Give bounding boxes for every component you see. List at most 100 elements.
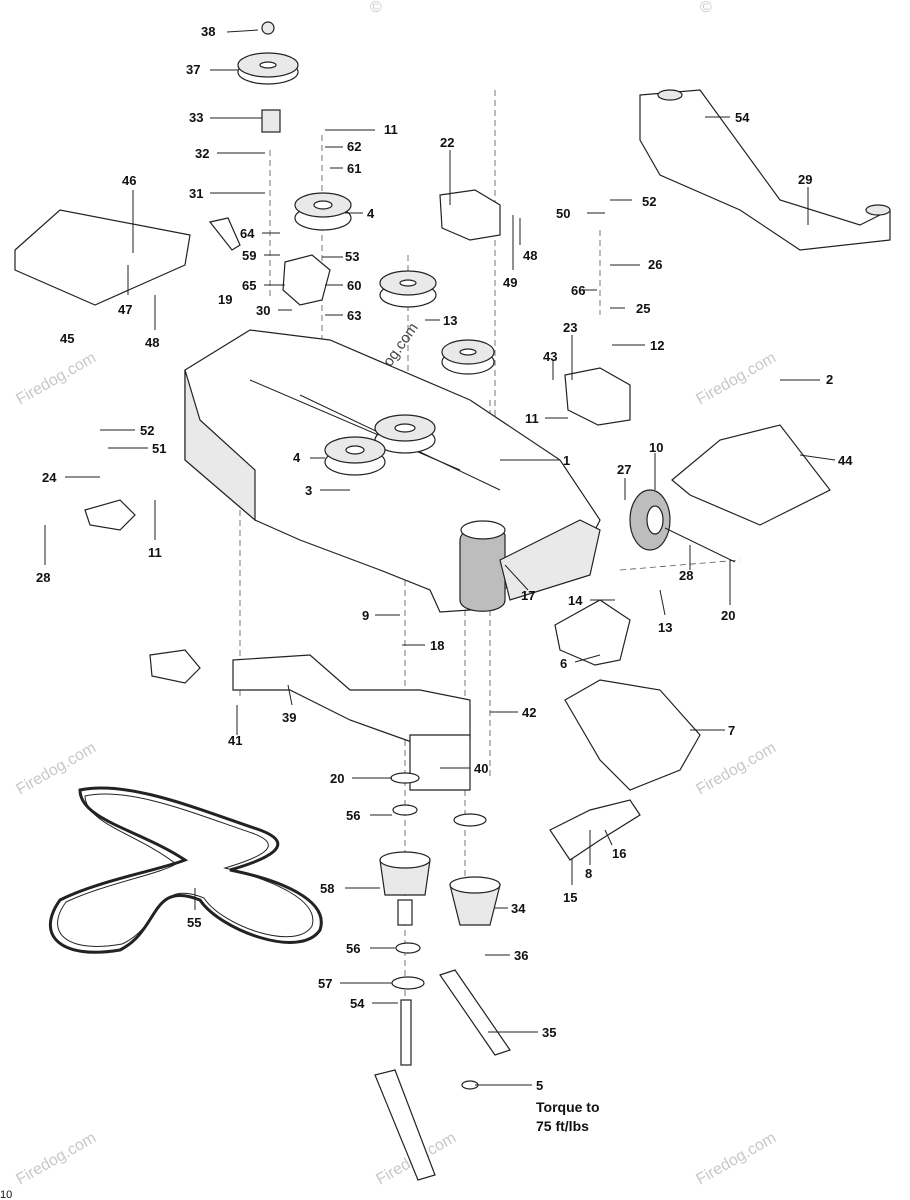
pulley-4-left (324, 436, 386, 476)
watermark: Firedog.com (694, 1129, 780, 1188)
callout-61: 61 (347, 161, 361, 176)
callout-15: 15 (563, 890, 577, 905)
callout-34: 34 (511, 901, 526, 916)
callout-48: 48 (145, 335, 159, 350)
callout-62: 62 (347, 139, 361, 154)
callout-33: 33 (189, 110, 203, 125)
spindle-shaft (400, 999, 412, 1066)
callout-11: 11 (148, 545, 162, 560)
callout-4: 4 (367, 206, 375, 221)
callout-30: 30 (256, 303, 270, 318)
shield-44 (671, 424, 831, 526)
bracket-22 (439, 189, 501, 241)
callout-11: 11 (525, 411, 539, 426)
leader-lines (44, 29, 836, 1086)
chute-7 (564, 679, 701, 791)
callout-54: 54 (350, 996, 365, 1011)
callout-42: 42 (522, 705, 536, 720)
callout-16: 16 (612, 846, 626, 861)
callout-43: 43 (543, 349, 557, 364)
bracket-8 (549, 799, 641, 861)
pulley-idler-mid (379, 270, 437, 308)
blade-35 (439, 969, 511, 1056)
callout-6: 6 (560, 656, 567, 671)
callout-28: 28 (679, 568, 693, 583)
callout-28: 28 (36, 570, 50, 585)
callout-3: 3 (305, 483, 312, 498)
callout-labels: 38 37 33 32 31 11 62 61 4 64 59 53 65 60… (36, 24, 853, 1093)
bracket-left-lower (149, 649, 201, 684)
callout-9: 9 (362, 608, 369, 623)
callout-18: 18 (430, 638, 444, 653)
callout-63: 63 (347, 308, 361, 323)
callout-11: 11 (384, 122, 398, 137)
callout-35: 35 (542, 1025, 556, 1040)
callout-41: 41 (228, 733, 242, 748)
callout-57: 57 (318, 976, 332, 991)
callout-59: 59 (242, 248, 256, 263)
callout-55: 55 (187, 915, 201, 930)
callout-46: 46 (122, 173, 136, 188)
callout-17: 17 (521, 588, 535, 603)
blade-lower (374, 1069, 436, 1181)
callout-12: 12 (650, 338, 664, 353)
callout-50: 50 (556, 206, 570, 221)
callout-60: 60 (347, 278, 361, 293)
callout-5: 5 (536, 1078, 543, 1093)
idler-arm-60 (282, 254, 331, 306)
callout-14: 14 (568, 593, 583, 608)
frame-29 (639, 89, 891, 251)
callout-24: 24 (42, 470, 57, 485)
callout-10: 10 (649, 440, 663, 455)
callout-52: 52 (642, 194, 656, 209)
callout-51: 51 (152, 441, 166, 456)
callout-38: 38 (201, 24, 215, 39)
callout-39: 39 (282, 710, 296, 725)
callout-20: 20 (721, 608, 735, 623)
callout-37: 37 (186, 62, 200, 77)
spindles (379, 772, 501, 1066)
callout-66: 66 (571, 283, 585, 298)
blades (374, 969, 511, 1181)
callout-64: 64 (240, 226, 255, 241)
brackets (84, 189, 631, 684)
callout-7: 7 (728, 723, 735, 738)
callout-2: 2 (826, 372, 833, 387)
watermark-corner: © (370, 0, 382, 16)
callout-40: 40 (474, 761, 488, 776)
callout-65: 65 (242, 278, 256, 293)
callout-13: 13 (658, 620, 672, 635)
callout-20: 20 (330, 771, 344, 786)
spacer-33 (261, 109, 281, 133)
deck-housing (184, 329, 601, 613)
plate-40 (409, 734, 471, 791)
pulleys (237, 21, 495, 476)
watermark-corner: © (700, 0, 712, 16)
spring-19 (208, 217, 241, 251)
callout-48: 48 (523, 248, 537, 263)
callout-56: 56 (346, 941, 360, 956)
torque-note-line2: 75 ft/lbs (536, 1118, 589, 1134)
callout-54: 54 (735, 110, 750, 125)
callout-22: 22 (440, 135, 454, 150)
callout-19: 19 (218, 292, 232, 307)
callout-44: 44 (838, 453, 853, 468)
callout-13: 13 (443, 313, 457, 328)
callout-58: 58 (320, 881, 334, 896)
callout-26: 26 (648, 257, 662, 272)
torque-note: Torque to 75 ft/lbs (536, 1099, 600, 1134)
watermark: Firedog.com (14, 349, 100, 408)
callout-27: 27 (617, 462, 631, 477)
callout-29: 29 (798, 172, 812, 187)
callout-56: 56 (346, 808, 360, 823)
callout-1: 1 (563, 453, 570, 468)
bracket-23 (564, 367, 631, 426)
callout-52: 52 (140, 423, 154, 438)
pulley-right (441, 339, 495, 375)
watermark: Firedog.com (14, 1129, 100, 1188)
bracket-24 (84, 499, 136, 531)
callout-47: 47 (118, 302, 132, 317)
watermark: Firedog.com (694, 349, 780, 408)
baffle-39 (232, 654, 471, 746)
